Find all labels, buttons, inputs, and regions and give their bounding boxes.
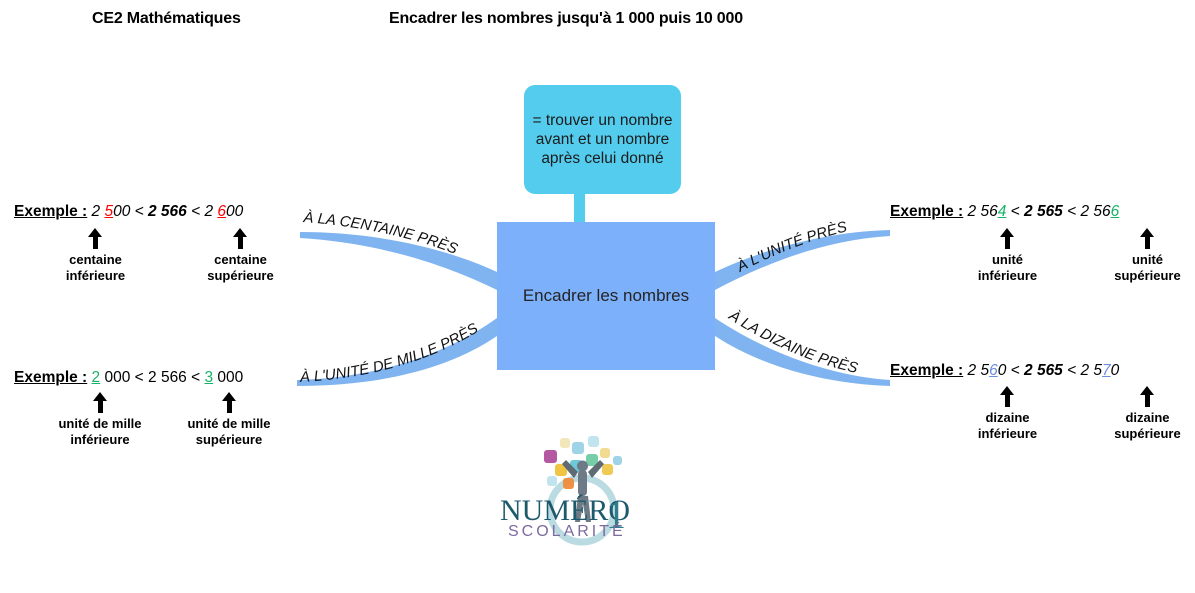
highlight-digit-upper: 7 [1102, 362, 1111, 379]
arrow-up-upper-unite [1140, 228, 1154, 249]
example-number: 2 565 [1024, 203, 1063, 220]
central-node-label: Encadrer les nombres [522, 286, 690, 305]
arrow-up-lower-centaine [88, 228, 102, 249]
callout-bubble: = trouver un nombre avant et un nombre a… [524, 85, 681, 194]
example-unite: Exemple : 2 564 < 2 565 < 2 566 [890, 203, 1120, 220]
example-label: Exemple : [14, 369, 88, 386]
highlight-digit-lower: 4 [997, 203, 1007, 220]
caption-lower-dizaine: dizaine inférieure [977, 410, 1038, 441]
arrow-up-lower-unite [1000, 228, 1014, 249]
arrow-up-upper-centaine [233, 228, 247, 249]
example-dizaine: Exemple : 2 560 < 2 565 < 2 570 [890, 362, 1120, 379]
branch-path-unite-de-mille [297, 318, 497, 386]
example-centaine: Exemple : 2 500 < 2 566 < 2 600 [14, 203, 244, 220]
example-number: 2 565 [1024, 362, 1063, 379]
example-label: Exemple : [890, 203, 964, 220]
caption-upper-centaine: centaine supérieure [207, 252, 274, 283]
page-title: Encadrer les nombres jusqu'à 1 000 puis … [389, 10, 743, 27]
logo-figure [562, 460, 604, 522]
caption-lower-unite: unité inférieure [977, 252, 1038, 283]
branch-label-unite: À L'UNITÉ PRÈS [733, 218, 848, 276]
highlight-digit-lower: 6 [989, 362, 998, 379]
example-number: 2 566 [148, 203, 187, 220]
highlight-digit-lower: 2 [91, 369, 101, 386]
arrow-up-lower-unite-de-mille [93, 392, 107, 413]
example-unite-de-mille: Exemple : 2 000 < 2 566 < 3 000 [14, 369, 244, 386]
header-subject: CE2 Mathématiques [92, 10, 241, 27]
caption-upper-unite-de-mille: unité de mille supérieure [187, 416, 271, 447]
branch-path-unite [715, 230, 890, 290]
logo-tagline: SCOLARITÉ [508, 521, 626, 540]
logo-numero1-scolarite: NUMÉRO 1 SCOLARITÉ [500, 436, 630, 546]
example-label: Exemple : [14, 203, 88, 220]
branch-path-dizaine [715, 318, 890, 386]
example-number: 2 566 [148, 369, 187, 386]
caption-lower-centaine: centaine inférieure [65, 252, 126, 283]
branch-path-centaine [300, 232, 497, 290]
callout-stem [574, 190, 585, 226]
highlight-digit-upper: 6 [217, 203, 227, 220]
caption-upper-dizaine: dizaine supérieure [1114, 410, 1181, 441]
caption-upper-unite: unité supérieure [1114, 252, 1181, 283]
highlight-digit-upper: 6 [1110, 203, 1120, 220]
caption-lower-unite-de-mille: unité de mille inférieure [58, 416, 142, 447]
svg-text:À L'UNITÉ PRÈS: À L'UNITÉ PRÈS [733, 218, 848, 276]
logo-numeral: 1 [606, 492, 626, 537]
highlight-digit-lower: 5 [104, 203, 114, 220]
arrow-up-upper-dizaine [1140, 386, 1154, 407]
logo-name: NUMÉRO [500, 494, 630, 527]
arrow-up-lower-dizaine [1000, 386, 1014, 407]
arrow-up-upper-unite-de-mille [222, 392, 236, 413]
highlight-digit-upper: 3 [204, 369, 214, 386]
example-label: Exemple : [890, 362, 964, 379]
central-node[interactable]: Encadrer les nombres [497, 222, 715, 370]
